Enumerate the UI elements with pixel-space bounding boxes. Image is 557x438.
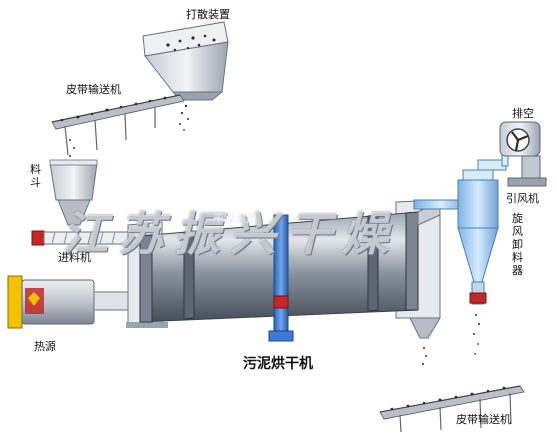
cyclone [457, 169, 499, 355]
drive-column [268, 214, 294, 342]
label-top-belt-conveyor: 皮带输送机 [66, 83, 121, 96]
machine-title: 污泥烘干机 [243, 356, 313, 372]
screw-feeder [31, 230, 137, 246]
label-scatter-device: 打散装置 [186, 8, 230, 21]
induced-fan [477, 121, 547, 187]
watermark: 江苏振兴干燥 [62, 207, 398, 261]
bottom-belt-conveyor [379, 347, 525, 433]
label-induced-fan: 引风机 [506, 192, 539, 205]
top-belt-conveyor [51, 94, 185, 157]
label-hopper: 料斗 [30, 163, 41, 189]
heat-source [7, 275, 133, 329]
label-cyclone: 旋风卸料器 [512, 212, 523, 277]
label-feeder: 进料机 [58, 251, 91, 264]
hopper [49, 159, 98, 226]
scatter-device [142, 21, 229, 131]
label-bottom-belt-conveyor: 皮带输送机 [456, 413, 511, 426]
label-exhaust: 排空 [512, 107, 534, 120]
label-drum: 干燥滚筒 [213, 212, 257, 225]
label-heat-source: 热源 [34, 340, 56, 353]
